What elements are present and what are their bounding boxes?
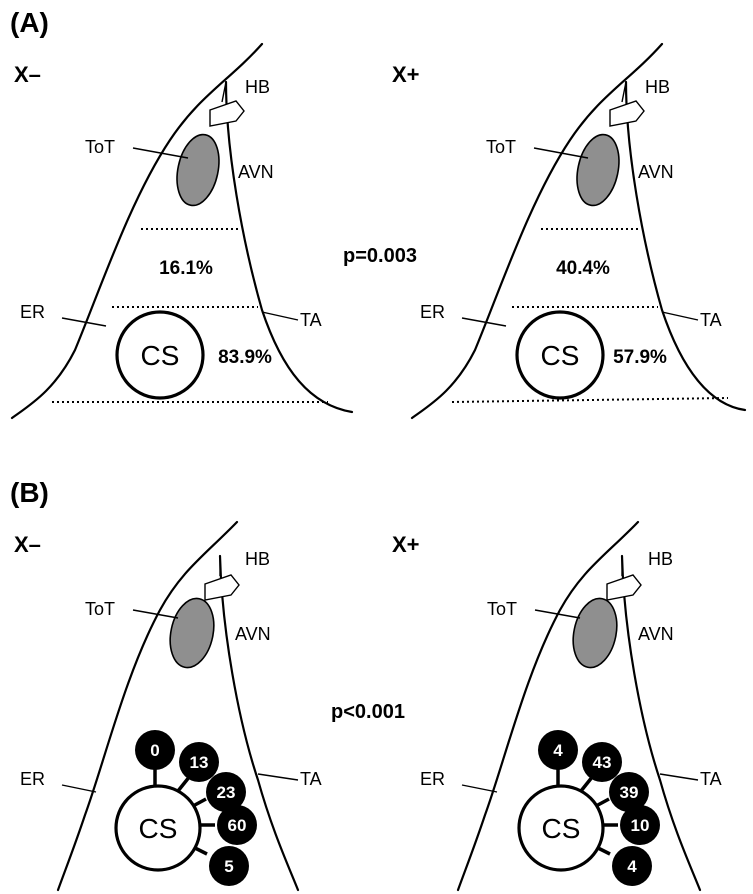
hb-label: HB xyxy=(645,77,670,97)
coronary-sinus xyxy=(114,784,202,872)
coronary-sinus xyxy=(517,784,605,872)
his-stalk xyxy=(621,81,627,103)
ta-label: TA xyxy=(300,310,322,330)
ta-leader xyxy=(661,311,699,321)
tot-leader xyxy=(132,609,179,619)
count-bubble: 43 xyxy=(582,742,622,782)
count-bubble: 0 xyxy=(135,730,175,770)
count-bubble-value: 10 xyxy=(631,816,650,835)
his-bundle-icon xyxy=(609,100,645,127)
triangle-right-edge xyxy=(620,554,702,892)
panel-b-neg: X– CS 0 13 23 60 5 HB ToT AVN ER TA xyxy=(14,520,322,892)
group-pos-label: X+ xyxy=(392,62,420,87)
panel-a-neg: X– CS 16.1% 83.9% HB ToT AVN ER TA xyxy=(10,42,354,420)
count-bubble: 5 xyxy=(209,846,249,886)
p-value-b: p<0.001 xyxy=(331,701,405,723)
count-bubble: 23 xyxy=(206,772,246,812)
av-node-icon xyxy=(176,133,220,207)
triangle-left-edge xyxy=(456,520,640,892)
count-bubble: 10 xyxy=(620,805,660,845)
count-bubble: 60 xyxy=(217,805,257,845)
ta-label: TA xyxy=(700,769,722,789)
er-label: ER xyxy=(420,302,445,322)
er-label: ER xyxy=(20,769,45,789)
ta-label: TA xyxy=(300,769,322,789)
triangle-left-edge xyxy=(10,42,264,420)
hb-label: HB xyxy=(648,549,673,569)
av-node-icon xyxy=(576,133,620,207)
triangle-right-edge xyxy=(224,80,354,414)
cs-label: CS xyxy=(542,813,581,844)
hb-label: HB xyxy=(245,77,270,97)
tot-leader xyxy=(533,147,589,159)
er-label: ER xyxy=(420,769,445,789)
lower-percent: 83.9% xyxy=(218,347,272,368)
lower-percent: 57.9% xyxy=(613,347,667,368)
avn-label: AVN xyxy=(235,624,271,644)
count-bubble-value: 4 xyxy=(627,857,637,876)
count-bubble: 13 xyxy=(179,742,219,782)
count-bubble-value: 5 xyxy=(224,857,233,876)
count-bubble-value: 4 xyxy=(553,741,563,760)
count-bubble-value: 0 xyxy=(150,741,159,760)
panel-a-label: (A) xyxy=(10,7,49,38)
count-bubble-value: 13 xyxy=(190,753,209,772)
av-node-icon xyxy=(572,597,618,669)
his-bundle-icon xyxy=(209,100,245,127)
triangle-left-edge xyxy=(410,42,664,420)
upper-percent: 16.1% xyxy=(159,258,213,279)
tot-label: ToT xyxy=(85,137,115,157)
upper-percent: 40.4% xyxy=(556,258,610,279)
cs-label: CS xyxy=(141,340,180,371)
tot-leader xyxy=(534,609,581,619)
divider-lower xyxy=(451,397,729,403)
his-bundle-icon xyxy=(204,574,240,601)
triangle-left-edge xyxy=(56,520,239,892)
ta-leader xyxy=(261,311,299,321)
panel-b-pos: X+ CS 4 43 39 10 4 HB ToT AVN ER TA xyxy=(392,520,722,892)
er-leader xyxy=(61,317,107,327)
hb-label: HB xyxy=(245,549,270,569)
coronary-sinus xyxy=(515,310,605,400)
avn-label: AVN xyxy=(638,162,674,182)
ta-leader xyxy=(659,773,699,781)
coronary-sinus xyxy=(115,310,205,400)
avn-label: AVN xyxy=(238,162,274,182)
ta-leader xyxy=(257,773,299,781)
panel-a-pos: X+ CS 40.4% 57.9% HB ToT AVN ER TA xyxy=(392,42,747,420)
group-neg-label: X– xyxy=(14,532,41,557)
count-bubble: 4 xyxy=(538,730,578,770)
count-bubble: 4 xyxy=(612,846,652,886)
group-neg-label: X– xyxy=(14,62,41,87)
er-leader xyxy=(461,784,498,793)
er-leader xyxy=(461,317,507,327)
er-label: ER xyxy=(20,302,45,322)
count-bubble-value: 39 xyxy=(620,783,639,802)
cs-label: CS xyxy=(541,340,580,371)
p-value-a: p=0.003 xyxy=(343,245,417,267)
avn-label: AVN xyxy=(638,624,674,644)
his-stalk xyxy=(221,81,227,103)
panel-b-label: (B) xyxy=(10,477,49,508)
ta-label: TA xyxy=(700,310,722,330)
tot-leader xyxy=(132,147,189,159)
triangle-right-edge xyxy=(624,80,747,412)
triangle-right-edge xyxy=(218,554,300,892)
his-bundle-icon xyxy=(606,574,642,601)
count-bubble-value: 43 xyxy=(593,753,612,772)
av-node-icon xyxy=(169,597,215,669)
er-leader xyxy=(61,784,97,793)
tot-label: ToT xyxy=(85,599,115,619)
cs-label: CS xyxy=(139,813,178,844)
tot-label: ToT xyxy=(487,599,517,619)
count-bubble-value: 60 xyxy=(228,816,247,835)
count-bubble: 39 xyxy=(609,772,649,812)
tot-label: ToT xyxy=(486,137,516,157)
group-pos-label: X+ xyxy=(392,532,420,557)
count-bubble-value: 23 xyxy=(217,783,236,802)
